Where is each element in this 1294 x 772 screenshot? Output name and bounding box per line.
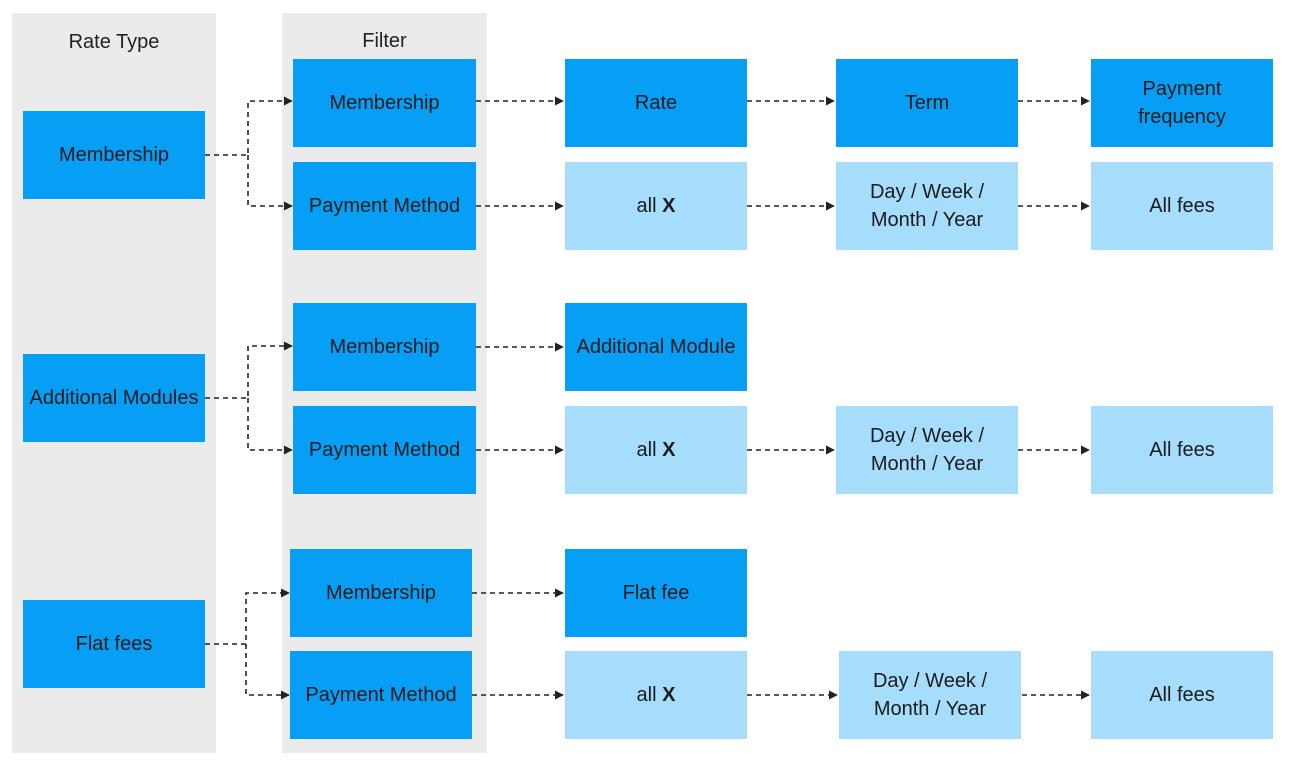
rate-type-membership: Membership — [23, 111, 205, 199]
rate-type-flat-fees: Flat fees — [23, 600, 205, 688]
all-label: all — [636, 195, 657, 217]
payment-frequency-box: Payment frequency — [1091, 59, 1273, 147]
period-box: Day / Week / Month / Year — [839, 651, 1021, 739]
x-label: X — [662, 439, 676, 461]
period-box: Day / Week / Month / Year — [836, 162, 1018, 250]
connector — [205, 96, 293, 156]
filter-payment-method: Payment Method — [290, 651, 472, 739]
all-fees-box: All fees — [1091, 406, 1273, 494]
filter-payment-method: Payment Method — [293, 162, 476, 250]
all-x-box: all X — [565, 651, 747, 739]
period-box: Day / Week / Month / Year — [836, 406, 1018, 494]
connector — [247, 155, 293, 211]
all-label: all — [636, 439, 657, 461]
x-label: X — [662, 195, 676, 217]
all-fees-box: All fees — [1091, 651, 1273, 739]
connector — [205, 341, 293, 399]
all-x-box: all X — [565, 406, 747, 494]
connector — [205, 588, 290, 645]
rate-box: Rate — [565, 59, 747, 147]
filter-membership: Membership — [293, 59, 476, 147]
additional-module-box: Additional Module — [565, 303, 747, 391]
filter-column-title: Filter — [362, 30, 407, 52]
all-fees-box: All fees — [1091, 162, 1273, 250]
flat-fee-box: Flat fee — [565, 549, 747, 637]
connector — [245, 644, 290, 700]
rate-type-additional-modules: Additional Modules — [23, 354, 205, 442]
connector — [247, 398, 293, 455]
rate-type-column-title: Rate Type — [68, 31, 160, 53]
x-label: X — [662, 684, 676, 706]
filter-membership: Membership — [290, 549, 472, 637]
term-box: Term — [836, 59, 1018, 147]
all-x-box: all X — [565, 162, 747, 250]
all-label: all — [636, 684, 657, 706]
filter-payment-method: Payment Method — [293, 406, 476, 494]
filter-membership: Membership — [293, 303, 476, 391]
